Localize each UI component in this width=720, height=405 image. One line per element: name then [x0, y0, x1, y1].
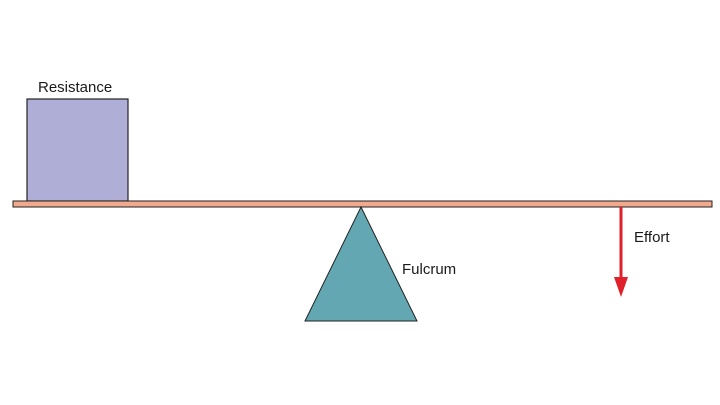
- effort-arrow-head: [614, 277, 628, 297]
- effort-arrow: [614, 207, 628, 297]
- effort-label: Effort: [634, 229, 670, 246]
- resistance-label: Resistance: [38, 79, 112, 96]
- fulcrum-triangle: [304, 205, 418, 322]
- fulcrum-label: Fulcrum: [402, 261, 456, 278]
- resistance-block: [26, 98, 129, 202]
- lever-beam: [12, 200, 713, 208]
